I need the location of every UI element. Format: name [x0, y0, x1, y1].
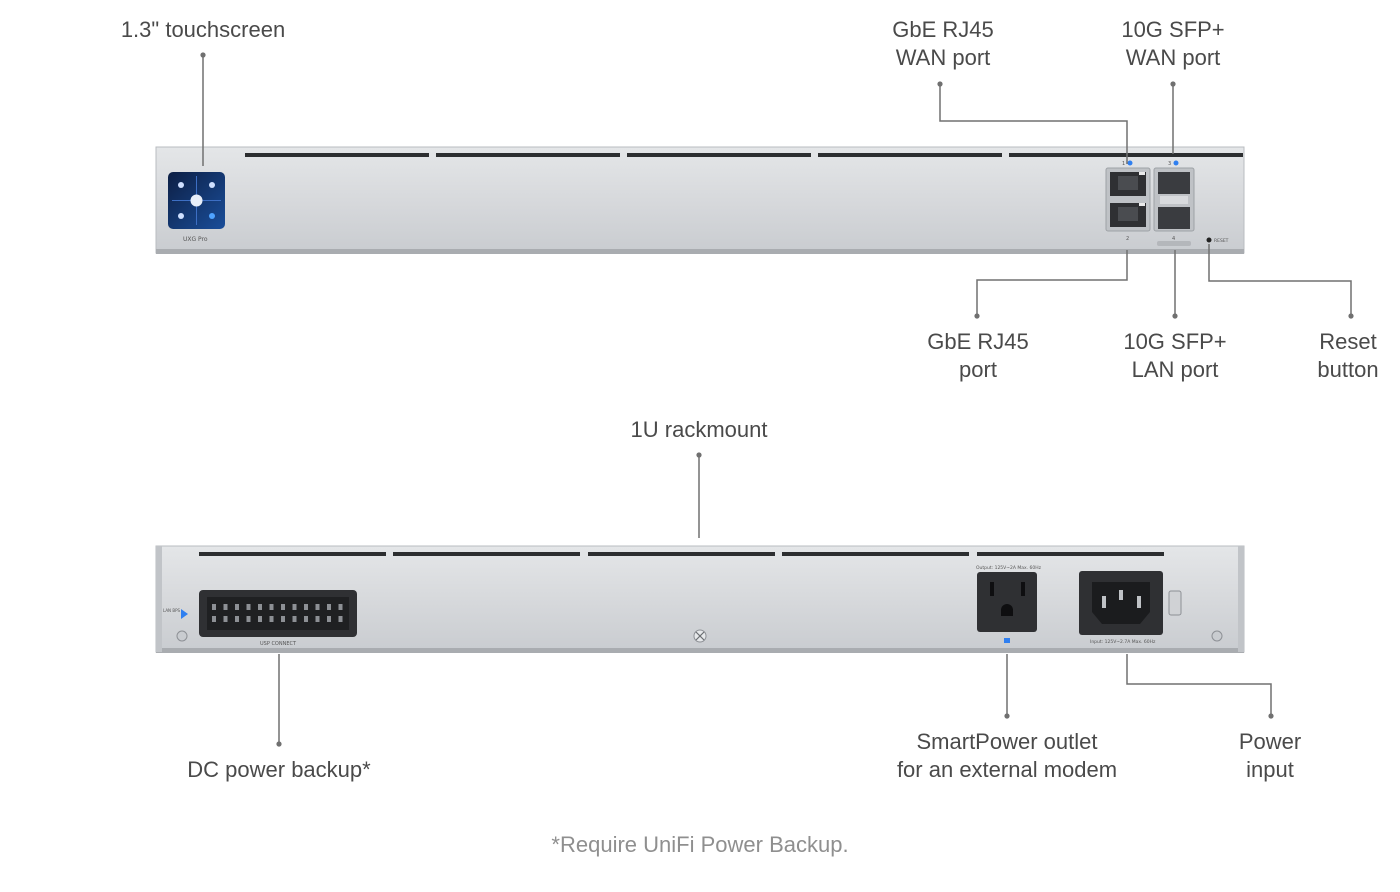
front-panel: UXG Pro 1 2 3 4 RESET	[155, 146, 1245, 254]
smartpower-label-line1: SmartPower outlet	[916, 729, 1098, 754]
dc-pin	[315, 604, 320, 610]
dc-pin	[269, 616, 274, 622]
dc-pin	[223, 604, 228, 610]
dc-pin	[269, 604, 274, 610]
sfp-wan-label-line1: 10G SFP+	[1121, 17, 1225, 42]
dc-pin	[327, 604, 331, 610]
port-3-label: 3	[1168, 161, 1171, 167]
reset-leader	[1208, 244, 1352, 316]
dc-pin	[338, 604, 343, 610]
dc-pin	[304, 604, 308, 610]
rackmount-label: 1U rackmount	[630, 417, 768, 442]
reset-label-line2: button	[1317, 357, 1379, 382]
footnote: *Require UniFi Power Backup.	[551, 832, 849, 857]
gbe-wan-label-line2: WAN port	[895, 45, 991, 70]
dc-pin	[258, 616, 262, 622]
sfp-port-block	[1153, 167, 1195, 246]
reset-callout: Reset button	[1317, 328, 1378, 384]
rear-panel: LAN BPS USP CONNECT Output: 125V~2A Max.…	[155, 545, 1245, 653]
port-3-led	[1173, 160, 1179, 166]
smartpower-outlet	[977, 572, 1037, 632]
dc-pin	[235, 616, 239, 622]
left-screw	[176, 630, 188, 642]
power-clip	[1168, 590, 1182, 616]
sfp-wan-callout: 10G SFP+ WAN port	[1121, 16, 1224, 72]
power-inlet	[1079, 571, 1163, 635]
gbe-port-callout: GbE RJ45 port	[927, 328, 1029, 384]
outlet-rating-label: Output: 125V~2A Max. 60Hz	[976, 565, 1042, 571]
gbe-wan-callout: GbE RJ45 WAN port	[892, 16, 994, 72]
gbe-port-leader	[976, 250, 1128, 316]
gbe-wan-label-line1: GbE RJ45	[892, 17, 994, 42]
model-label: UXG Pro	[183, 236, 208, 243]
dc-pin	[246, 604, 251, 610]
usp-connect-label: USP CONNECT	[260, 641, 297, 647]
power-input-callout: Power input	[1239, 728, 1301, 784]
gbe-port-label-line1: GbE RJ45	[927, 329, 1029, 354]
touchscreen-label: 1.3" touchscreen	[120, 17, 286, 42]
dc-pin	[258, 604, 262, 610]
dc-pin	[315, 616, 320, 622]
rackmount-callout: 1U rackmount	[631, 416, 768, 444]
outlet-led	[1004, 638, 1010, 643]
dc-pin	[292, 604, 297, 610]
sfp-lan-label-line1: 10G SFP+	[1123, 329, 1227, 354]
dc-pin	[281, 604, 285, 610]
gbe-wan-leader	[939, 84, 1128, 164]
smartpower-callout: SmartPower outlet for an external modem	[897, 728, 1117, 784]
dc-backup-callout: DC power backup*	[187, 756, 370, 784]
port-1-led	[1127, 160, 1133, 166]
reset-pinhole	[1206, 237, 1212, 243]
rear-vents	[199, 552, 1164, 556]
input-rating-label: Input: 125V~2.7A Max. 60Hz	[1090, 639, 1156, 645]
leader-dots	[200, 52, 1354, 747]
port-4-label: 4	[1172, 236, 1175, 242]
right-screw	[1211, 630, 1223, 642]
touchscreen-callout: 1.3" touchscreen	[121, 16, 285, 44]
touchscreen-display	[168, 172, 225, 229]
dc-pin	[292, 616, 297, 622]
dc-connector	[199, 590, 357, 637]
power-input-leader	[1126, 654, 1272, 716]
dc-pin	[212, 604, 216, 610]
sfp-lan-label-line2: LAN port	[1131, 357, 1219, 382]
dc-backup-label: DC power backup*	[187, 757, 371, 782]
status-led-arrow	[181, 609, 188, 619]
dc-pin	[235, 604, 239, 610]
port-1-label: 1	[1122, 161, 1125, 167]
led-label: LAN BPS	[163, 608, 180, 613]
rj45-port-block	[1105, 167, 1151, 232]
dc-pin	[212, 616, 216, 622]
dc-pin	[338, 616, 343, 622]
dc-pin	[281, 616, 285, 622]
sfp-lan-callout: 10G SFP+ LAN port	[1123, 328, 1226, 384]
leader-lines	[202, 55, 1352, 744]
front-vents	[245, 153, 1243, 157]
gbe-port-label-line2: port	[959, 357, 997, 382]
dc-connector-pins	[212, 604, 343, 622]
reset-label-line1: Reset	[1319, 329, 1377, 354]
power-input-label-line2: input	[1246, 757, 1294, 782]
sfp-wan-label-line2: WAN port	[1125, 45, 1221, 70]
dc-pin	[304, 616, 308, 622]
reset-label: RESET	[1214, 238, 1229, 244]
port-2-label: 2	[1126, 236, 1129, 242]
smartpower-label-line2: for an external modem	[896, 757, 1118, 782]
dc-pin	[223, 616, 228, 622]
dc-pin	[246, 616, 251, 622]
dc-pin	[327, 616, 331, 622]
power-input-label-line1: Power	[1238, 729, 1302, 754]
